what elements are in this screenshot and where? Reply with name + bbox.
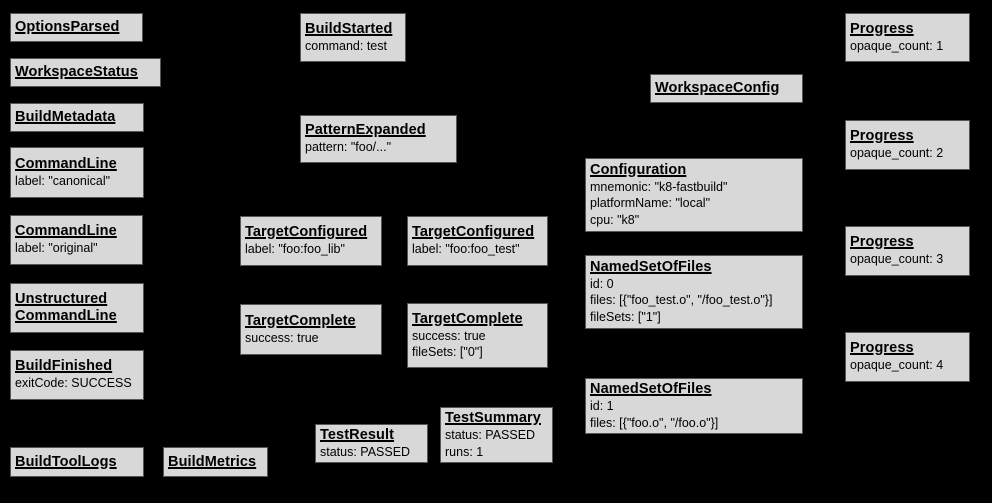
event-node-test-result: TestResult status: PASSED: [315, 424, 428, 463]
event-node-target-complete-lib: TargetComplete success: true: [240, 304, 382, 355]
event-node-field: fileSets: ["0"]: [412, 345, 483, 359]
event-node-build-tool-logs: BuildToolLogs: [10, 447, 144, 477]
event-node-title: CommandLine: [15, 223, 117, 240]
event-node-title: TargetComplete: [245, 312, 356, 329]
event-node-progress-3: Progress opaque_count: 3: [845, 226, 970, 276]
event-node-field: opaque_count: 3: [850, 252, 944, 267]
event-node-title: Progress: [850, 20, 914, 37]
event-node-title: WorkspaceConfig: [655, 80, 780, 96]
event-node-workspace-status: WorkspaceStatus: [10, 58, 161, 87]
event-node-field: status: PASSED: [445, 428, 536, 442]
event-node-field: success: true: [245, 330, 319, 345]
event-node-title: BuildStarted: [305, 20, 393, 37]
event-node-field: pattern: "foo/...": [305, 140, 392, 155]
event-node-command-line-original: CommandLine label: "original": [10, 215, 143, 265]
event-node-title: PatternExpanded: [305, 122, 426, 139]
event-node-named-set-of-files-0: NamedSetOfFiles id: 0 files: [{"foo_test.…: [585, 255, 803, 329]
event-node-field: runs: 1: [445, 444, 484, 459]
event-node-title: Unstructured CommandLine: [15, 291, 117, 324]
event-node-options-parsed: OptionsParsed: [10, 13, 143, 42]
event-node-title: NamedSetOfFiles: [590, 381, 712, 397]
event-node-title: TargetConfigured: [412, 224, 535, 241]
event-node-unstructured-command-line: Unstructured CommandLine: [10, 283, 144, 333]
event-node-workspace-config: WorkspaceConfig: [650, 74, 803, 103]
event-node-progress-1: Progress opaque_count: 1: [845, 13, 970, 62]
event-node-test-summary: TestSummary status: PASSED runs: 1: [440, 407, 553, 463]
event-node-title: BuildFinished: [15, 358, 113, 375]
event-node-title: BuildMetrics: [168, 453, 257, 470]
event-node-title: TestSummary: [445, 410, 541, 426]
event-node-target-complete-test: TargetComplete success: true fileSets: ["…: [407, 303, 548, 368]
event-node-title: Progress: [850, 128, 914, 145]
event-node-build-metrics: BuildMetrics: [163, 447, 268, 477]
event-node-pattern-expanded: PatternExpanded pattern: "foo/...": [300, 115, 457, 163]
event-node-field: id: 1: [590, 399, 614, 413]
event-node-field: files: [{"foo_test.o", "/foo_test.o"}]: [590, 293, 773, 308]
event-node-field: exitCode: SUCCESS: [15, 376, 132, 391]
event-node-field: id: 0: [590, 276, 614, 291]
event-node-field: status: PASSED: [320, 444, 411, 459]
event-node-title: TargetConfigured: [245, 224, 368, 241]
event-node-title: Progress: [850, 234, 914, 251]
event-node-title: BuildToolLogs: [15, 453, 117, 470]
event-node-field: opaque_count: 2: [850, 146, 944, 161]
event-node-field: cpu: "k8": [590, 212, 640, 227]
event-node-title: BuildMetadata: [15, 109, 116, 125]
event-node-field: command: test: [305, 38, 387, 53]
event-node-title: Configuration: [590, 161, 687, 178]
event-node-field: opaque_count: 1: [850, 38, 944, 53]
event-node-field: opaque_count: 4: [850, 358, 944, 373]
event-node-title: CommandLine: [15, 155, 117, 172]
event-node-target-configured-test: TargetConfigured label: "foo:foo_test": [407, 216, 548, 266]
event-node-field: mnemonic: "k8-fastbuild": [590, 179, 728, 194]
event-node-progress-2: Progress opaque_count: 2: [845, 120, 970, 170]
event-node-build-started: BuildStarted command: test: [300, 13, 406, 62]
event-node-field: files: [{"foo.o", "/foo.o"}]: [590, 415, 719, 430]
event-node-field: fileSets: ["1"]: [590, 309, 661, 324]
event-node-configuration: Configuration mnemonic: "k8-fastbuild" pl…: [585, 158, 803, 232]
event-node-title: OptionsParsed: [15, 19, 120, 35]
event-node-title: TestResult: [320, 426, 395, 443]
event-node-title: WorkspaceStatus: [15, 64, 138, 80]
event-node-field: success: true: [412, 328, 486, 343]
event-node-field: label: "foo:foo_lib": [245, 242, 345, 257]
event-node-target-configured-lib: TargetConfigured label: "foo:foo_lib": [240, 216, 382, 266]
event-node-title: Progress: [850, 340, 914, 357]
event-node-field: label: "canonical": [15, 173, 111, 188]
event-node-build-finished: BuildFinished exitCode: SUCCESS: [10, 350, 144, 400]
event-node-named-set-of-files-1: NamedSetOfFiles id: 1 files: [{"foo.o", "…: [585, 378, 803, 434]
event-node-progress-4: Progress opaque_count: 4: [845, 332, 970, 382]
event-node-command-line-canonical: CommandLine label: "canonical": [10, 147, 144, 198]
event-node-title: NamedSetOfFiles: [590, 258, 712, 275]
event-node-field: label: "original": [15, 241, 98, 256]
event-node-build-metadata: BuildMetadata: [10, 103, 144, 132]
event-node-field: label: "foo:foo_test": [412, 242, 520, 257]
event-node-title: TargetComplete: [412, 310, 523, 327]
event-node-field: platformName: "local": [590, 196, 711, 211]
